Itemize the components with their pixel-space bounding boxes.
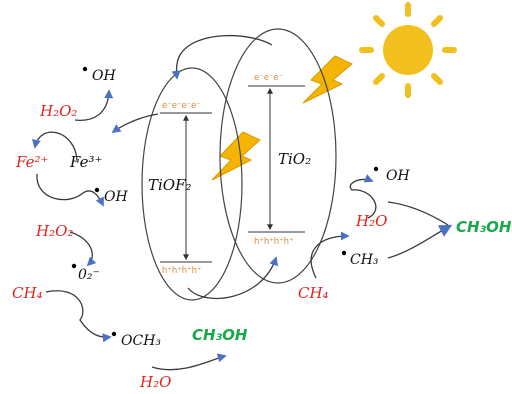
tio2-label: TiO₂ bbox=[278, 150, 311, 168]
h2o-label-right: H₂O bbox=[355, 212, 387, 230]
tiof2-label: TiOF₂ bbox=[148, 176, 192, 194]
lightning-bolt-icon bbox=[302, 55, 353, 104]
radical-dot bbox=[71, 263, 77, 269]
ch3oh-label-bottom: CH₃OH bbox=[192, 326, 248, 344]
radical-dot bbox=[94, 187, 100, 193]
ch4-label-right: CH₄ bbox=[298, 284, 329, 302]
merge-upper-arrow bbox=[387, 201, 449, 226]
tiof2-electrons: e⁻e⁻e⁻e⁻ bbox=[162, 101, 201, 111]
merge-lower-arrow bbox=[387, 224, 453, 259]
tiof2-holes: h⁺h⁺h⁺h⁺ bbox=[162, 266, 202, 276]
och3-radical: OCH₃ bbox=[121, 333, 161, 349]
radical-dot bbox=[111, 331, 117, 337]
ch4-to-ch3-arrow bbox=[310, 231, 350, 279]
hole-transfer-arrow bbox=[187, 256, 278, 300]
lightning-bolt-icon bbox=[211, 131, 261, 181]
fe2-to-fe3-arrow bbox=[36, 173, 104, 207]
tio2-holes: h⁺h⁺h⁺h⁺ bbox=[254, 237, 294, 247]
h2o-label-bottom: H₂O bbox=[139, 373, 171, 391]
electron-transfer-arrow bbox=[171, 34, 273, 80]
h2o-to-oh-arrow bbox=[349, 174, 377, 219]
h2o2-to-oh-arrow bbox=[74, 89, 114, 121]
h2o2-label-mid: H₂O₂ bbox=[35, 222, 73, 240]
sun-icon bbox=[359, 2, 457, 98]
tio2-particle bbox=[219, 28, 337, 284]
radical-dot bbox=[373, 166, 379, 172]
superoxide-radical: 0₂⁻ bbox=[78, 267, 100, 283]
h2o2-to-o2-arrow bbox=[69, 231, 97, 267]
fe3-label: Fe³⁺ bbox=[69, 153, 102, 171]
h2o2-label-top: H₂O₂ bbox=[39, 102, 77, 120]
electron-to-fe3-arrow bbox=[111, 113, 159, 134]
ch3-radical: CH₃ bbox=[350, 252, 379, 268]
fe3-to-fe2-arrow bbox=[32, 131, 78, 161]
tiof2-particle bbox=[141, 67, 243, 301]
tio2-electrons: e⁻e⁻e⁻ bbox=[254, 73, 283, 83]
oh-radical-mid: OH bbox=[104, 189, 128, 205]
ch4-to-och3-arrow bbox=[45, 290, 112, 343]
radical-dot bbox=[82, 66, 88, 72]
radical-dot bbox=[341, 250, 347, 256]
h2o-to-ch3oh-arrow bbox=[151, 353, 227, 371]
oh-radical-top: OH bbox=[92, 68, 116, 84]
ch3oh-label-right: CH₃OH bbox=[456, 218, 512, 236]
ch4-label-left: CH₄ bbox=[12, 284, 43, 302]
fe2-label: Fe²⁺ bbox=[15, 153, 48, 171]
oh-radical-right: OH bbox=[386, 168, 410, 184]
